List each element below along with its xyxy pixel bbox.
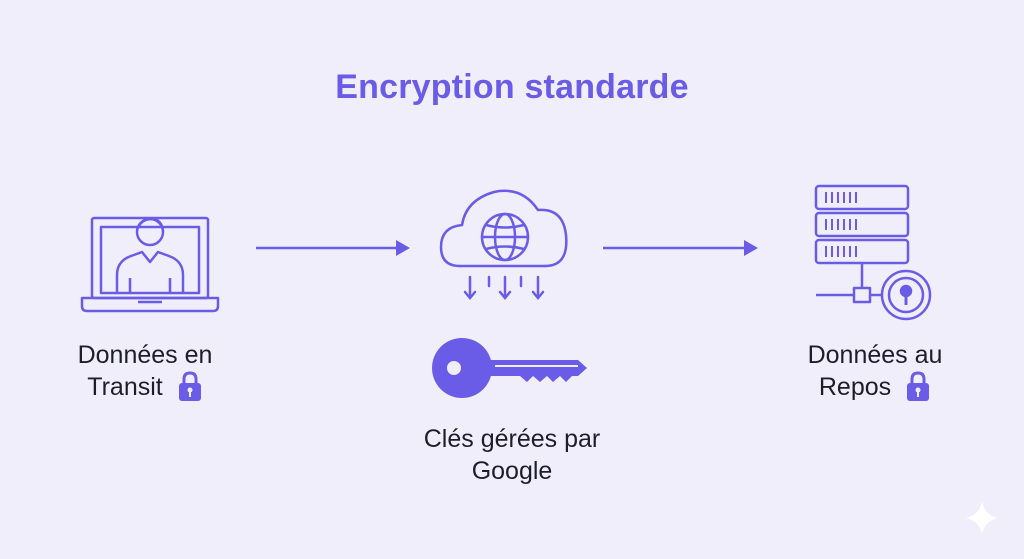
- transit-label-line1: Données en: [77, 341, 213, 369]
- arrow-to-cloud: [256, 240, 410, 256]
- transit-label-line2-row: Transit: [40, 371, 250, 404]
- transit-label: Données en Transit: [40, 339, 250, 404]
- key-label-line1: Clés gérées par: [423, 425, 601, 453]
- sparkle-icon: [966, 502, 998, 534]
- rest-label-line2: Repos: [818, 373, 892, 401]
- cloud-globe-icon: [439, 189, 568, 300]
- rest-label-line1: Données au: [807, 341, 943, 369]
- server-lock-icon: [814, 184, 932, 321]
- transit-label-line2: Transit: [87, 373, 163, 401]
- key-icon: [432, 338, 587, 398]
- rest-label-line2-row: Repos: [770, 371, 980, 404]
- lock-icon: [907, 371, 930, 402]
- rest-label: Données au Repos: [770, 339, 980, 404]
- key-label: Clés gérées par Google: [362, 423, 662, 487]
- diagram-title: Encryption standarde: [335, 68, 689, 106]
- lock-icon: [178, 371, 201, 402]
- laptop-user-icon: [80, 216, 220, 313]
- key-label-line2: Google: [471, 457, 553, 485]
- arrow-to-storage: [603, 240, 758, 256]
